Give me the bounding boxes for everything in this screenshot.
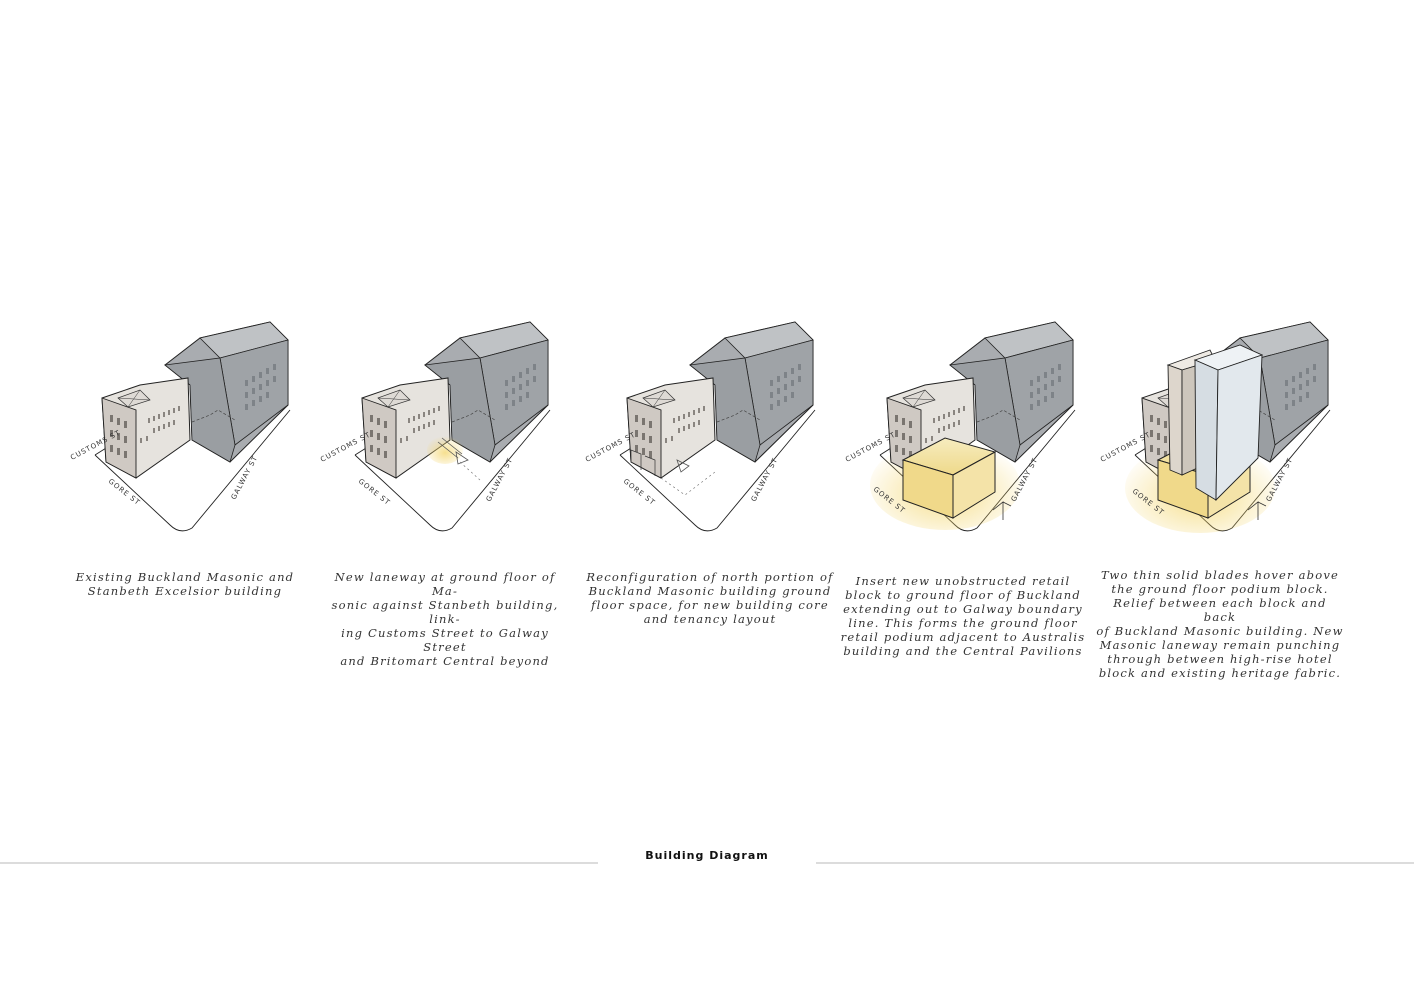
diagram-panel-3: CUSTOMS ST GORE ST GALWAY ST bbox=[585, 310, 835, 550]
street-label-gore: GORE ST bbox=[622, 477, 657, 507]
street-label-galway: GALWAY ST bbox=[750, 456, 780, 503]
hotel-blade-front bbox=[1193, 344, 1264, 502]
street-label-customs: CUSTOMS ST bbox=[320, 431, 372, 464]
street-label-gore: GORE ST bbox=[357, 477, 392, 507]
hotel-blades-sketch: CUSTOMS ST GORE ST GALWAY ST bbox=[1100, 321, 1331, 533]
street-label-customs: CUSTOMS ST bbox=[585, 431, 637, 464]
new-laneway-sketch: CUSTOMS ST GORE ST GALWAY ST bbox=[320, 321, 551, 532]
core-arrow-icon bbox=[676, 459, 690, 473]
footer-rule-right bbox=[816, 862, 1414, 864]
caption-step-3: Reconfiguration of north portion of Buck… bbox=[586, 570, 834, 626]
diagram-panel-5: CUSTOMS ST GORE ST GALWAY ST bbox=[1100, 310, 1350, 550]
retail-podium-block bbox=[901, 437, 997, 519]
laneway-highlight bbox=[427, 436, 463, 464]
entry-arrow-icon bbox=[992, 501, 1012, 520]
diagram-panel-4: CUSTOMS ST GORE ST GALWAY ST bbox=[845, 310, 1095, 550]
laneway-arrow-icon bbox=[437, 437, 463, 459]
ground-floor-reconfiguration-sketch: CUSTOMS ST GORE ST GALWAY ST bbox=[585, 321, 816, 532]
diagram-panel-1: CUSTOMS ST GORE ST GALWAY ST bbox=[60, 310, 310, 550]
existing-buildings-sketch: CUSTOMS ST GORE ST GALWAY ST bbox=[69, 321, 291, 532]
street-label-galway: GALWAY ST bbox=[485, 456, 515, 503]
retail-podium-sketch: CUSTOMS ST GORE ST GALWAY ST bbox=[845, 321, 1076, 532]
caption-step-2: New laneway at ground floor of Ma- sonic… bbox=[331, 570, 559, 668]
caption-step-1: Existing Buckland Masonic and Stanbeth E… bbox=[75, 570, 295, 598]
diagram-title: Building Diagram bbox=[645, 849, 769, 862]
footer-rule-left bbox=[0, 862, 598, 864]
entry-arrow-icon bbox=[1247, 501, 1267, 520]
caption-step-5: Two thin solid blades hover above the gr… bbox=[1096, 568, 1344, 680]
diagram-panel-2: CUSTOMS ST GORE ST GALWAY ST bbox=[320, 310, 570, 550]
caption-step-4: Insert new unobstructed retail block to … bbox=[840, 574, 1086, 658]
